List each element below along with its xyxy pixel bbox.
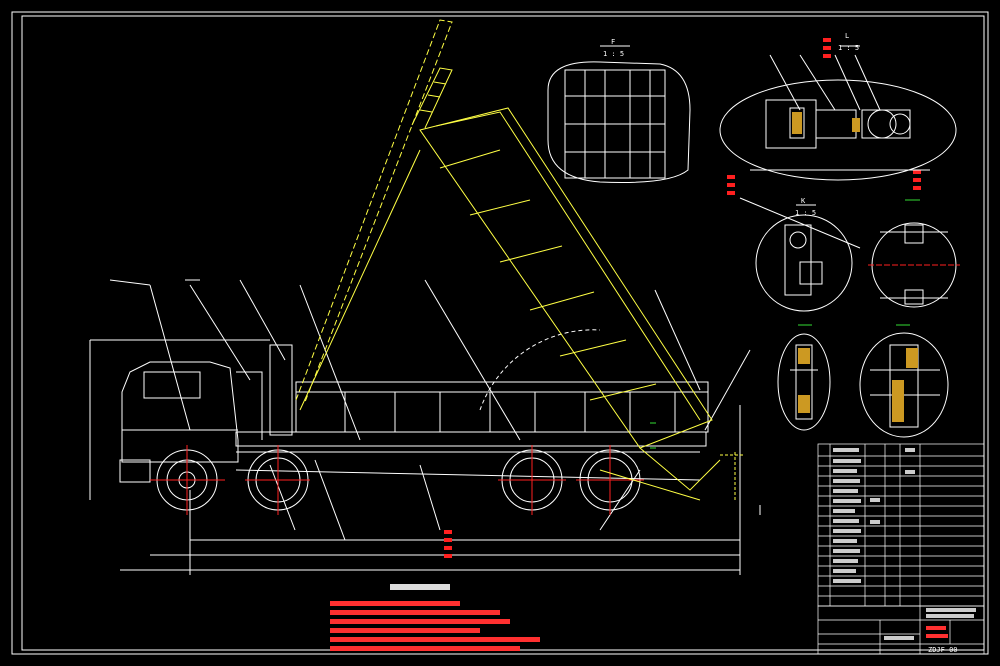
l-view-label: L [845, 32, 849, 40]
detail-right-circle [868, 222, 960, 308]
truck-cab [121, 361, 239, 463]
cargo-box-raised [295, 19, 721, 501]
detail-lower-right [859, 332, 949, 438]
detail-k-hook [739, 197, 861, 312]
l-scale-label: 1 : 5 [838, 44, 859, 52]
f-view-label: F [611, 38, 615, 46]
parts-list-text-marks [833, 448, 915, 583]
f-scale-label: 1 : 5 [603, 50, 624, 58]
drawing-number: ZDJF-00 [928, 646, 958, 654]
title-block-marks [884, 608, 976, 640]
wheel-centerlines [150, 445, 644, 515]
detail-f-section [547, 45, 691, 183]
outer-frame [11, 11, 989, 655]
motor-fill [792, 112, 860, 134]
yellow-dashed-marker [720, 452, 745, 500]
detail-l-motor [719, 45, 957, 181]
tech-requirements [330, 584, 540, 651]
k-view-label: K [801, 197, 806, 205]
truck-chassis [235, 431, 707, 447]
detail-lower-left-fill [798, 348, 810, 413]
parts-list [817, 443, 985, 607]
detail-lower-left [777, 333, 831, 431]
red-balloons [444, 38, 921, 558]
truck-wheels [156, 449, 641, 511]
green-marks [650, 199, 920, 449]
cargo-box-lowered [295, 381, 709, 433]
detail-lower-right-fill [892, 348, 918, 422]
truck-side-view [89, 279, 761, 575]
k-scale-label: 1 : 5 [795, 209, 816, 217]
title-block [817, 605, 985, 655]
